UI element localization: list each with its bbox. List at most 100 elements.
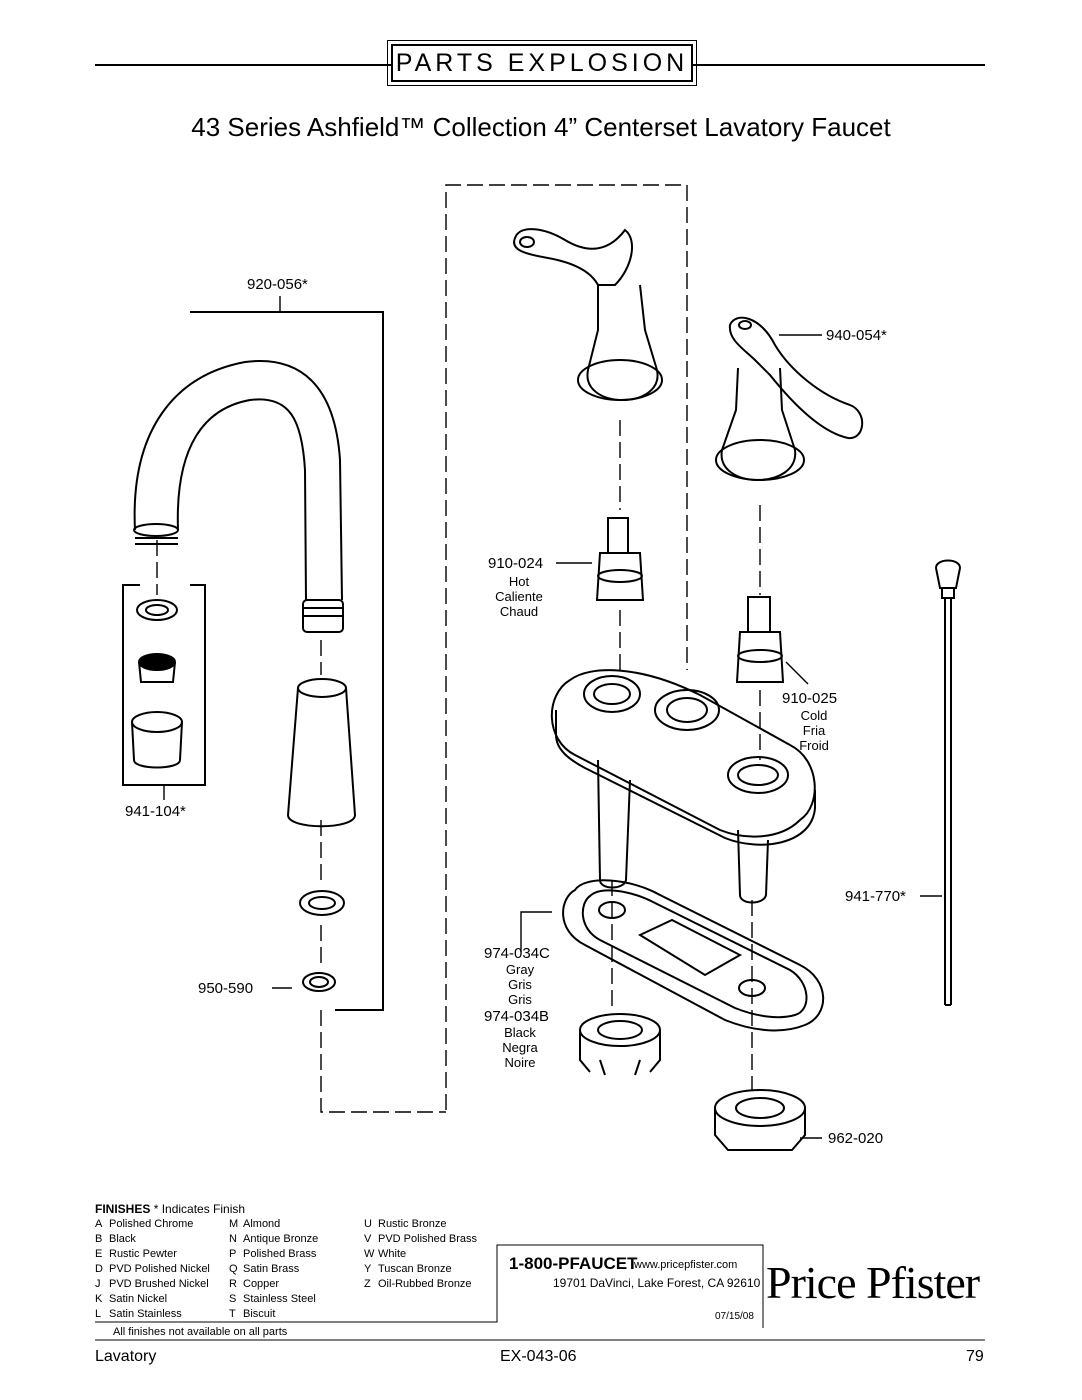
finish-name: Rustic Bronze xyxy=(378,1218,447,1230)
finish-code: E xyxy=(95,1248,103,1260)
finish-name: Satin Brass xyxy=(243,1263,300,1275)
finish-name: Polished Chrome xyxy=(109,1218,194,1230)
finish-name: Oil-Rubbed Bronze xyxy=(378,1278,472,1290)
finish-code: P xyxy=(229,1248,237,1260)
finish-item: P Polished Brass xyxy=(229,1247,318,1262)
finish-item: N Antique Bronze xyxy=(229,1232,318,1247)
brand-logo: Price Pfister xyxy=(766,1257,980,1308)
part-label-handle: 940-054* xyxy=(826,327,887,344)
finish-code: D xyxy=(95,1263,103,1275)
finish-name: Black xyxy=(109,1233,136,1245)
finish-item: B Black xyxy=(95,1232,210,1247)
hot-cartridge-drawing xyxy=(595,517,645,601)
finish-code: B xyxy=(95,1233,103,1245)
aerator-parts xyxy=(131,599,183,769)
part-label-pop-up-rod: 941-770* xyxy=(845,888,906,905)
finishes-heading-title: FINISHES xyxy=(95,1202,151,1216)
finish-code: N xyxy=(229,1233,237,1245)
hot-name-es: Caliente xyxy=(495,589,543,604)
finish-name: Satin Stainless xyxy=(109,1308,182,1320)
part-label-locknut: 962-020 xyxy=(828,1130,884,1147)
finish-code: Z xyxy=(364,1278,371,1290)
finish-code: V xyxy=(364,1233,372,1245)
gasket-b-name-fr: Noire xyxy=(504,1055,536,1070)
finish-item: L Satin Stainless xyxy=(95,1307,210,1322)
cold-cartridge-drawing xyxy=(735,596,785,683)
page-title: 43 Series Ashfield™ Collection 4” Center… xyxy=(191,112,891,142)
finish-name: PVD Brushed Nickel xyxy=(109,1278,209,1290)
contact-phone: 1-800-PFAUCET xyxy=(509,1254,638,1273)
hot-name-en: Hot xyxy=(508,574,530,589)
finish-item: A Polished Chrome xyxy=(95,1217,210,1232)
spout-base-drawing xyxy=(286,678,357,992)
contact-website: www.pricepfister.com xyxy=(634,1259,738,1271)
finish-item: Q Satin Brass xyxy=(229,1262,318,1277)
finish-code: S xyxy=(229,1293,237,1305)
part-label-hot-cartridge: 910-024 xyxy=(488,555,544,572)
part-label-aerator: 941-104* xyxy=(125,803,186,820)
finish-name: Biscuit xyxy=(243,1308,276,1320)
finish-item: S Stainless Steel xyxy=(229,1292,318,1307)
finish-name: Polished Brass xyxy=(243,1248,317,1260)
finish-name: Rustic Pewter xyxy=(109,1248,177,1260)
finish-name: Stainless Steel xyxy=(243,1293,316,1305)
header-rule-right xyxy=(693,64,985,66)
finish-name: Copper xyxy=(243,1278,280,1290)
finish-name: Almond xyxy=(243,1218,281,1230)
gasket-c-names: Gray Gris Gris xyxy=(480,962,560,1007)
finish-name: PVD Polished Brass xyxy=(378,1233,478,1245)
gasket-b-names: Black Negra Noire xyxy=(480,1025,560,1070)
contact-address: 19701 DaVinci, Lake Forest, CA 92610 xyxy=(553,1276,761,1290)
hot-cartridge-names: Hot Caliente Chaud xyxy=(480,574,558,619)
gasket-c-name-en: Gray xyxy=(505,962,535,977)
part-label-o-ring: 950-590 xyxy=(198,980,254,997)
finish-name: Tuscan Bronze xyxy=(378,1263,452,1275)
pop-up-rod-drawing xyxy=(934,559,962,1006)
finish-code: A xyxy=(95,1218,103,1230)
finish-name: Antique Bronze xyxy=(243,1233,319,1245)
finishes-note: All finishes not available on all parts xyxy=(113,1326,288,1338)
cold-cartridge-names: Cold Fria Froid xyxy=(776,708,852,753)
finish-code: K xyxy=(95,1293,103,1305)
locknut-left-drawing xyxy=(579,1013,661,1076)
gasket-b-name-es: Negra xyxy=(502,1040,538,1055)
aerator-bracket xyxy=(122,584,206,786)
footer-category: Lavatory xyxy=(95,1348,157,1365)
cold-name-es: Fria xyxy=(802,723,826,738)
contact-date: 07/15/08 xyxy=(715,1311,754,1322)
part-label-cold-cartridge: 910-025 xyxy=(782,690,838,707)
finish-name: White xyxy=(378,1248,407,1260)
finish-code: W xyxy=(364,1248,375,1260)
cold-name-en: Cold xyxy=(800,708,828,723)
assembly-guide-lines xyxy=(156,184,761,1113)
finishes-heading-note: * Indicates Finish xyxy=(153,1202,246,1216)
finish-code: U xyxy=(364,1218,372,1230)
faucet-base-drawing xyxy=(550,669,816,904)
footer-page-number: 79 xyxy=(966,1348,984,1365)
spout-bracket xyxy=(190,311,384,1011)
finish-item: Z Oil-Rubbed Bronze xyxy=(364,1277,477,1292)
footer-doc-number: EX-043-06 xyxy=(500,1348,577,1365)
finish-name: Satin Nickel xyxy=(109,1293,168,1305)
finish-code: Q xyxy=(229,1263,238,1275)
finish-item: E Rustic Pewter xyxy=(95,1247,210,1262)
header-rule-left xyxy=(95,64,391,66)
finish-code: R xyxy=(229,1278,237,1290)
finish-item: V PVD Polished Brass xyxy=(364,1232,477,1247)
cold-name-fr: Froid xyxy=(799,738,829,753)
finish-item: J PVD Brushed Nickel xyxy=(95,1277,210,1292)
leader-lines xyxy=(163,296,942,1139)
finish-code: L xyxy=(95,1308,102,1320)
finish-code: J xyxy=(95,1278,101,1290)
gasket-c-name-es: Gris xyxy=(508,977,532,992)
hot-handle-drawing xyxy=(513,228,663,401)
finish-name: PVD Polished Nickel xyxy=(109,1263,210,1275)
gasket-b-name-en: Black xyxy=(504,1025,536,1040)
